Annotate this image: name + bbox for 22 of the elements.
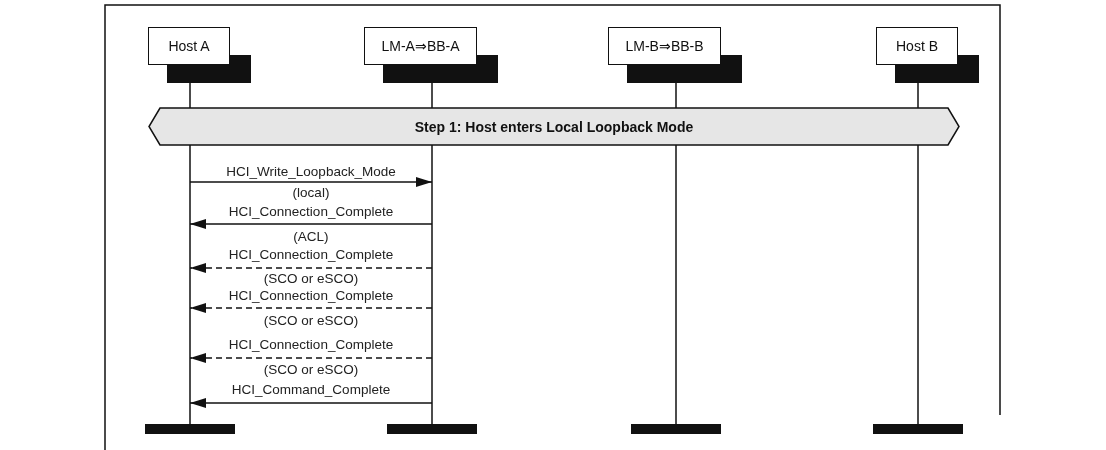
message-note: (local) xyxy=(290,186,332,200)
message-note: (SCO or eSCO) xyxy=(261,314,361,328)
message-arrow xyxy=(189,353,433,363)
edge-label: HCI_Write_Loopback_Mode xyxy=(224,165,398,179)
message-arrow xyxy=(189,398,433,408)
participant-box: Host A xyxy=(148,27,230,65)
edge-label: HCI_Connection_Complete xyxy=(226,289,396,303)
edge-label: HCI_Connection_Complete xyxy=(226,248,396,262)
participant-box: Host B xyxy=(876,27,958,65)
message-note: (SCO or eSCO) xyxy=(261,363,361,377)
participant-box: LM-A⇒BB-A xyxy=(364,27,477,65)
message-arrow xyxy=(189,303,433,313)
edge-label: HCI_Connection_Complete xyxy=(226,338,396,352)
step-band: Step 1: Host enters Local Loopback Mode xyxy=(148,107,960,146)
edge-label: HCI_Command_Complete xyxy=(229,383,393,397)
message-arrow xyxy=(189,219,433,229)
message-arrow xyxy=(189,263,433,273)
message-arrow xyxy=(189,177,433,187)
message-note: (SCO or eSCO) xyxy=(261,272,361,286)
participant-box: LM-B⇒BB-B xyxy=(608,27,721,65)
edge-label: HCI_Connection_Complete xyxy=(226,205,396,219)
message-note: (ACL) xyxy=(291,230,331,244)
